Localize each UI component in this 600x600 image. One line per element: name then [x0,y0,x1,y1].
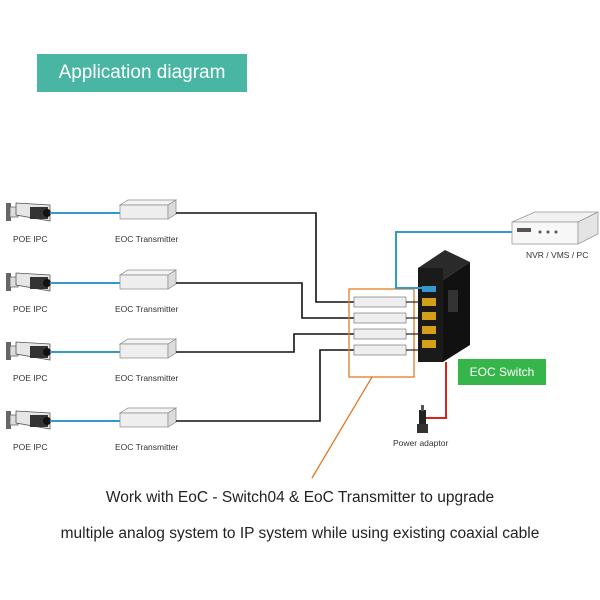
coax-connectors [353,296,407,356]
caption-line-2: multiple analog system to IP system whil… [60,525,540,542]
coax-cable [176,333,354,353]
eoc-switch-device [418,250,470,362]
highlight-pointer [311,376,373,479]
eoc-transmitter-icon [118,269,178,290]
eoc-switch-label: EOC Switch [458,359,546,385]
camera-icon [6,202,51,222]
eoc-transmitter-icon [118,407,178,428]
coax-cable [176,282,354,319]
power-adaptor-icon [417,405,428,433]
camera-icon [6,272,51,292]
caption-line-1: Work with EoC - Switch04 & EoC Transmitt… [105,489,495,506]
coax-cable [176,212,354,303]
eoc-transmitter-icon [118,338,178,359]
camera-row: POE IPC EOC Transmitter [6,199,354,303]
network-cable-nvr [395,231,512,289]
transmitter-label: EOC Transmitter [115,373,178,383]
power-cable [426,362,447,419]
nvr-device [511,211,599,245]
eoc-transmitter-icon [118,199,178,220]
power-adaptor-label: Power adaptor [393,438,448,448]
camera-label: POE IPC [13,373,47,383]
camera-icon [6,410,51,430]
nvr-label: NVR / VMS / PC [526,250,588,260]
camera-label: POE IPC [13,442,47,452]
transmitter-label: EOC Transmitter [115,442,178,452]
camera-label: POE IPC [13,234,47,244]
transmitter-label: EOC Transmitter [115,304,178,314]
camera-label: POE IPC [13,304,47,314]
coax-cable [176,349,354,422]
title-badge: Application diagram [37,54,247,92]
transmitter-label: EOC Transmitter [115,234,178,244]
coax-connector-highlight [348,288,415,378]
camera-row: POE IPC EOC Transmitter [6,349,354,452]
camera-row: POE IPC EOC Transmitter [6,333,354,383]
camera-icon [6,341,51,361]
camera-row: POE IPC EOC Transmitter [6,269,354,319]
